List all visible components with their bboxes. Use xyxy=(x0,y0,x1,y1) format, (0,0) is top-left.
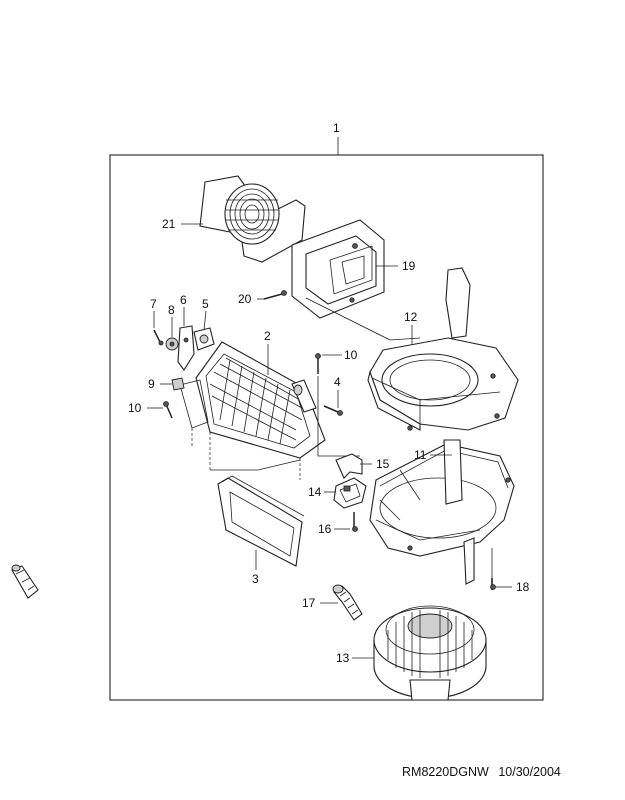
part-7-screw xyxy=(153,329,164,346)
part-16-screw xyxy=(352,512,358,532)
part-17-cooling-hose xyxy=(332,584,363,621)
part-18-screw xyxy=(490,548,496,590)
callout-5: 5 xyxy=(202,297,209,311)
callout-11: 11 xyxy=(414,448,427,462)
part-14-resistor xyxy=(333,477,367,509)
callout-10-left: 10 xyxy=(128,401,142,415)
part-6-lever xyxy=(177,325,195,371)
callout-3: 3 xyxy=(252,572,259,586)
part-5-actuator xyxy=(193,327,215,351)
part-4-screw xyxy=(323,405,343,416)
drawing-footer: RM8220DGNW 10/30/2004 xyxy=(402,765,567,779)
callout-15: 15 xyxy=(376,457,390,471)
part-10-screw-right xyxy=(315,353,321,374)
part-21-intake-duct xyxy=(199,175,306,263)
part-10-screw-left xyxy=(163,401,173,419)
leader-5 xyxy=(203,310,207,331)
part-3-filter-cover xyxy=(217,475,305,567)
part-15-bracket xyxy=(335,453,363,479)
callout-13: 13 xyxy=(336,651,350,665)
callout-21: 21 xyxy=(162,217,176,231)
callout-2: 2 xyxy=(264,329,271,343)
part-20-screw xyxy=(263,290,287,300)
callout-17: 17 xyxy=(302,596,316,610)
drawing-code: RM8220DGNW xyxy=(402,765,489,779)
drawing-date: 10/30/2004 xyxy=(498,765,561,779)
part-9-clip xyxy=(171,377,185,391)
dashed-assembly-lines xyxy=(191,428,301,480)
callout-18: 18 xyxy=(516,580,530,594)
assembly-frame xyxy=(109,154,544,701)
part-11-lower-case xyxy=(369,439,515,585)
assembly-line-2-3 xyxy=(210,459,301,471)
assembly-line-19-12 xyxy=(305,297,421,341)
part-12-upper-case xyxy=(367,267,519,431)
loose-hose-fragment xyxy=(11,564,39,599)
part-13-blower-motor xyxy=(373,605,487,701)
callout-14: 14 xyxy=(308,485,322,499)
callout-8: 8 xyxy=(168,303,175,317)
callout-7: 7 xyxy=(150,297,157,311)
callout-19: 19 xyxy=(402,259,416,273)
callout-1: 1 xyxy=(333,121,340,135)
callout-16: 16 xyxy=(318,522,332,536)
callout-9: 9 xyxy=(148,377,155,391)
part-19-filter-housing xyxy=(291,219,385,319)
callout-6: 6 xyxy=(180,293,187,307)
part-2-damper-box xyxy=(179,341,326,459)
callout-4: 4 xyxy=(334,375,341,389)
callout-12: 12 xyxy=(404,310,418,324)
callout-20: 20 xyxy=(238,292,252,306)
part-8-gear xyxy=(165,337,179,351)
callout-10-right: 10 xyxy=(344,348,358,362)
